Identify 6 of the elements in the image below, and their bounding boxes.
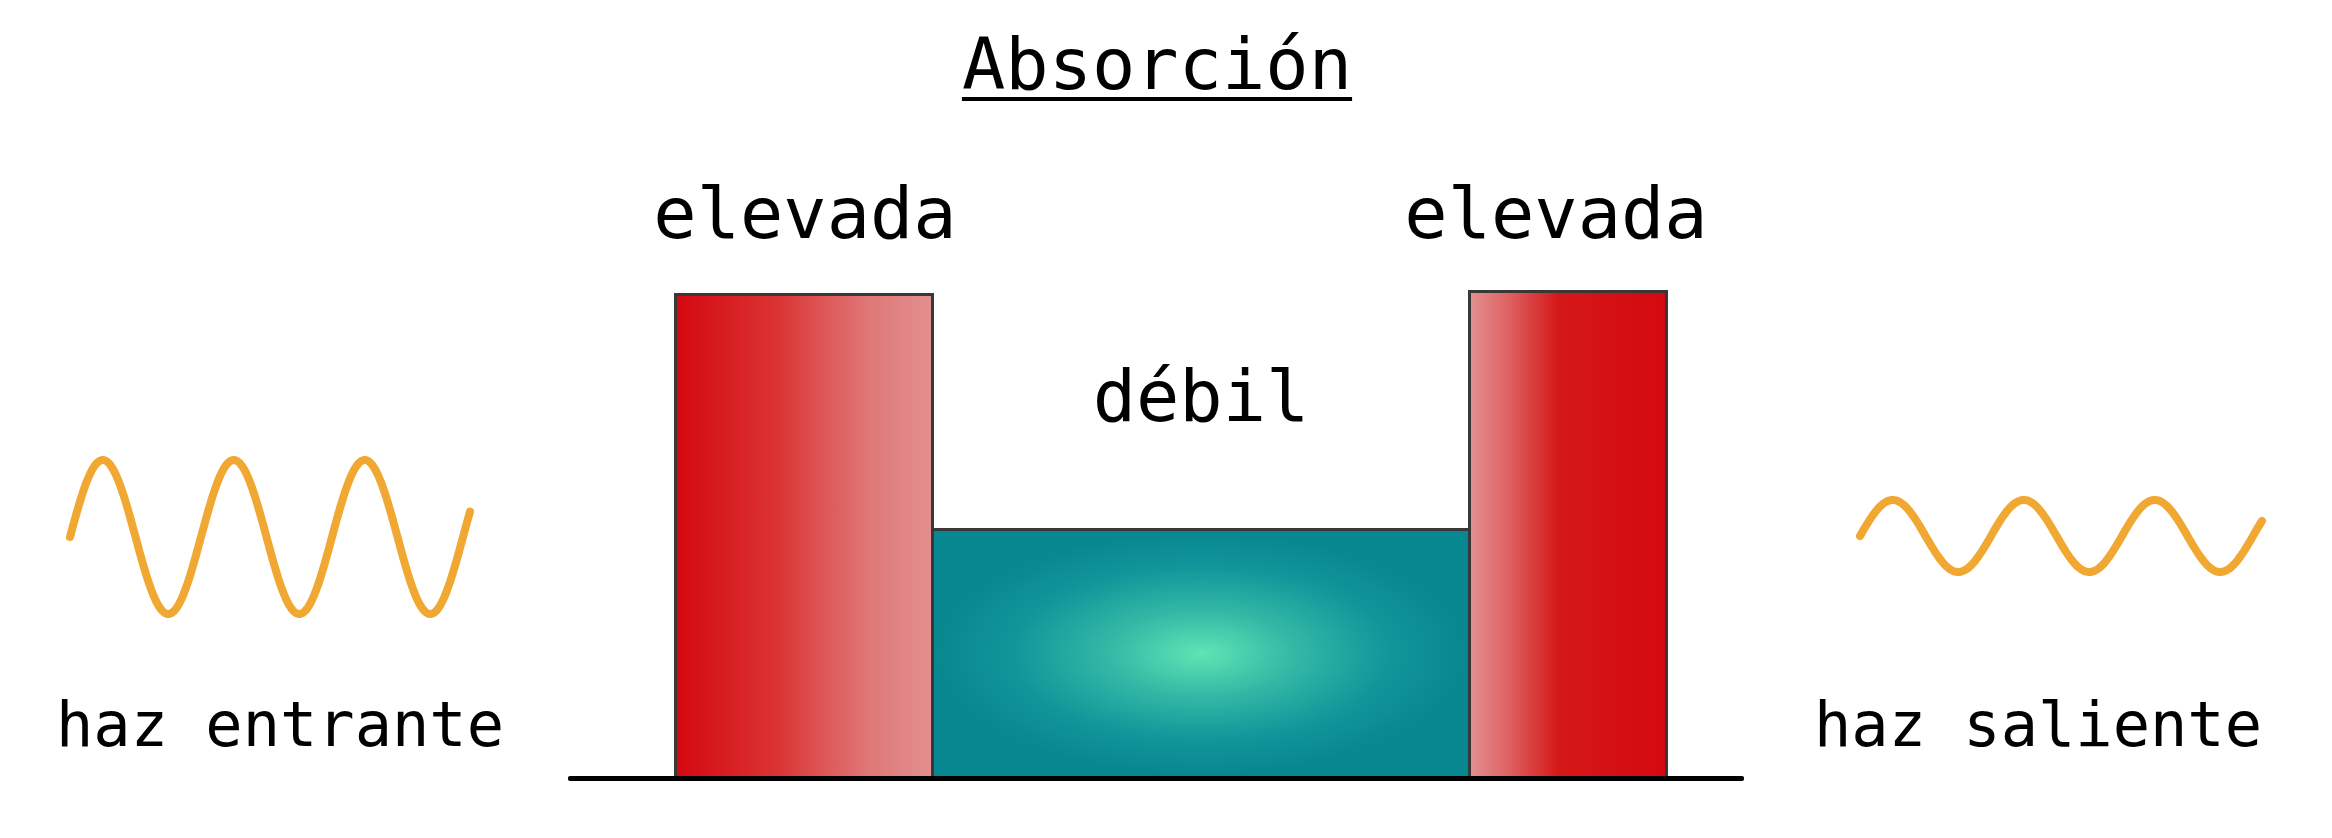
bar-label: elevada	[653, 177, 957, 250]
title: Absorción	[961, 20, 1353, 108]
bar-label: elevada	[1404, 177, 1708, 250]
block-label: débil	[1092, 360, 1310, 433]
beam-label: haz saliente	[1814, 693, 2262, 756]
beam-label: haz entrante	[56, 693, 504, 756]
